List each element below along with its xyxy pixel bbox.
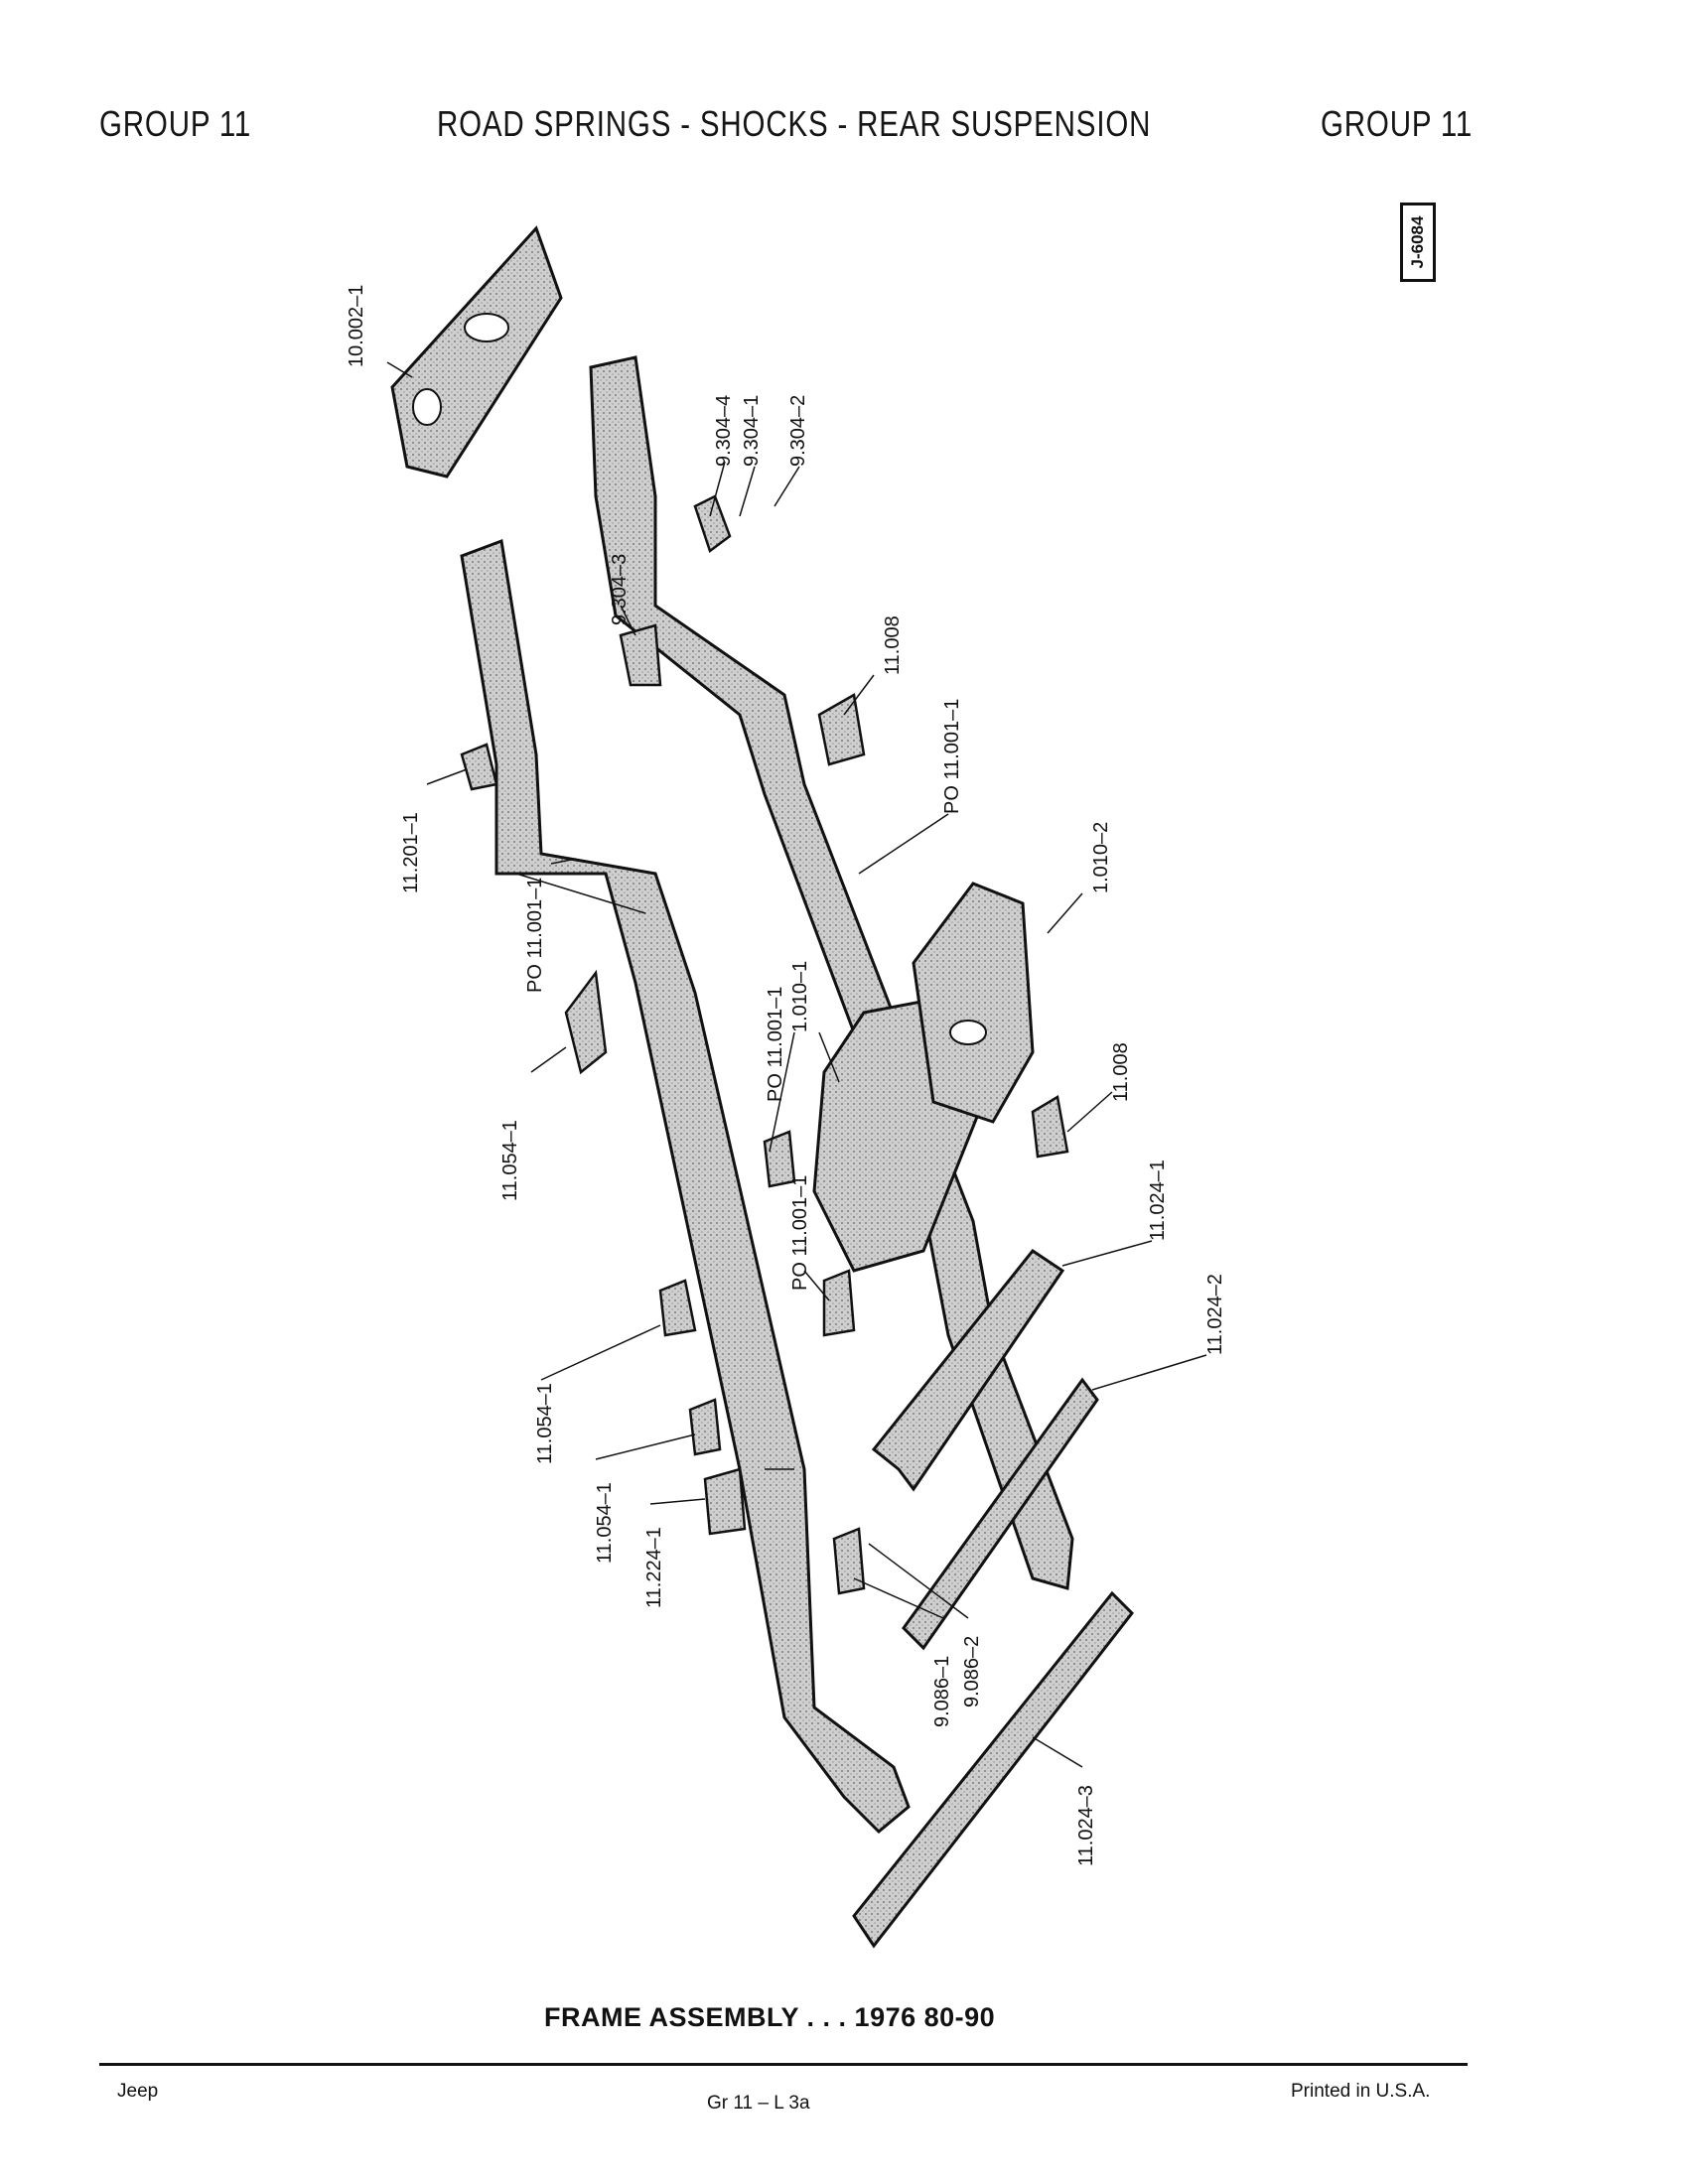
leader-lines — [386, 361, 1207, 1768]
footer-brand: Jeep — [117, 2081, 159, 2102]
center-crossmember — [812, 882, 1035, 1273]
right-frame-rail — [589, 355, 1074, 1590]
callout-11-008-upper: 11.008 — [882, 615, 904, 675]
callout-po-11-001-1-c: PO 11.001–1 — [765, 987, 786, 1102]
callout-1-010-1: 1.010–1 — [789, 961, 811, 1032]
callout-11-054-1-c: 11.054–1 — [594, 1482, 616, 1564]
callout-10-002-1: 10.002–1 — [346, 285, 367, 367]
callout-po-11-001-1-b: PO 11.001–1 — [524, 878, 546, 993]
callout-11-054-1-a: 11.054–1 — [499, 1120, 521, 1201]
front-crossmember-plate — [390, 225, 563, 478]
callout-11-054-1-b: 11.054–1 — [534, 1383, 556, 1464]
callout-9-304-1: 9.304–1 — [741, 395, 763, 467]
figure-caption: FRAME ASSEMBLY . . . 1976 80-90 — [544, 2002, 996, 2032]
rear-bumper-crossmember — [852, 1590, 1134, 1949]
rear-crossmember-upper — [871, 1248, 1065, 1492]
header-group-right: GROUP 11 — [1321, 103, 1474, 144]
left-frame-rail — [460, 538, 911, 1835]
callout-11-224-1: 11.224–1 — [643, 1527, 665, 1608]
callout-11-024-3: 11.024–3 — [1075, 1785, 1097, 1866]
rear-crossmember-lower — [902, 1377, 1099, 1651]
footer-page-ref: Gr 11 – L 3a — [707, 2093, 810, 2114]
illustration-code-box: J-6084 — [1400, 203, 1436, 282]
callout-9-304-2: 9.304–2 — [787, 395, 809, 467]
callout-11-024-2: 11.024–2 — [1204, 1274, 1226, 1355]
callout-11-008-lower: 11.008 — [1110, 1042, 1132, 1102]
callout-po-11-001-1-d: PO 11.001–1 — [789, 1175, 811, 1291]
callout-9-304-4: 9.304–4 — [713, 395, 735, 467]
callout-9-086-2: 9.086–2 — [961, 1636, 983, 1707]
header-title: ROAD SPRINGS - SHOCKS - REAR SUSPENSION — [437, 103, 1152, 144]
callout-9-086-1: 9.086–1 — [931, 1656, 953, 1727]
callout-9-304-3: 9.304–3 — [609, 554, 631, 625]
callout-11-201-1: 11.201–1 — [400, 812, 422, 893]
callout-11-024-1: 11.024–1 — [1147, 1160, 1169, 1241]
footer-printed: Printed in U.S.A. — [1291, 2081, 1431, 2102]
callout-1-010-2: 1.010–2 — [1090, 822, 1112, 893]
callout-po-11-001-1-a: PO 11.001–1 — [941, 699, 963, 814]
bracket-set — [460, 494, 1069, 1595]
footer-rule — [99, 2063, 1468, 2066]
header-group-left: GROUP 11 — [99, 103, 252, 144]
